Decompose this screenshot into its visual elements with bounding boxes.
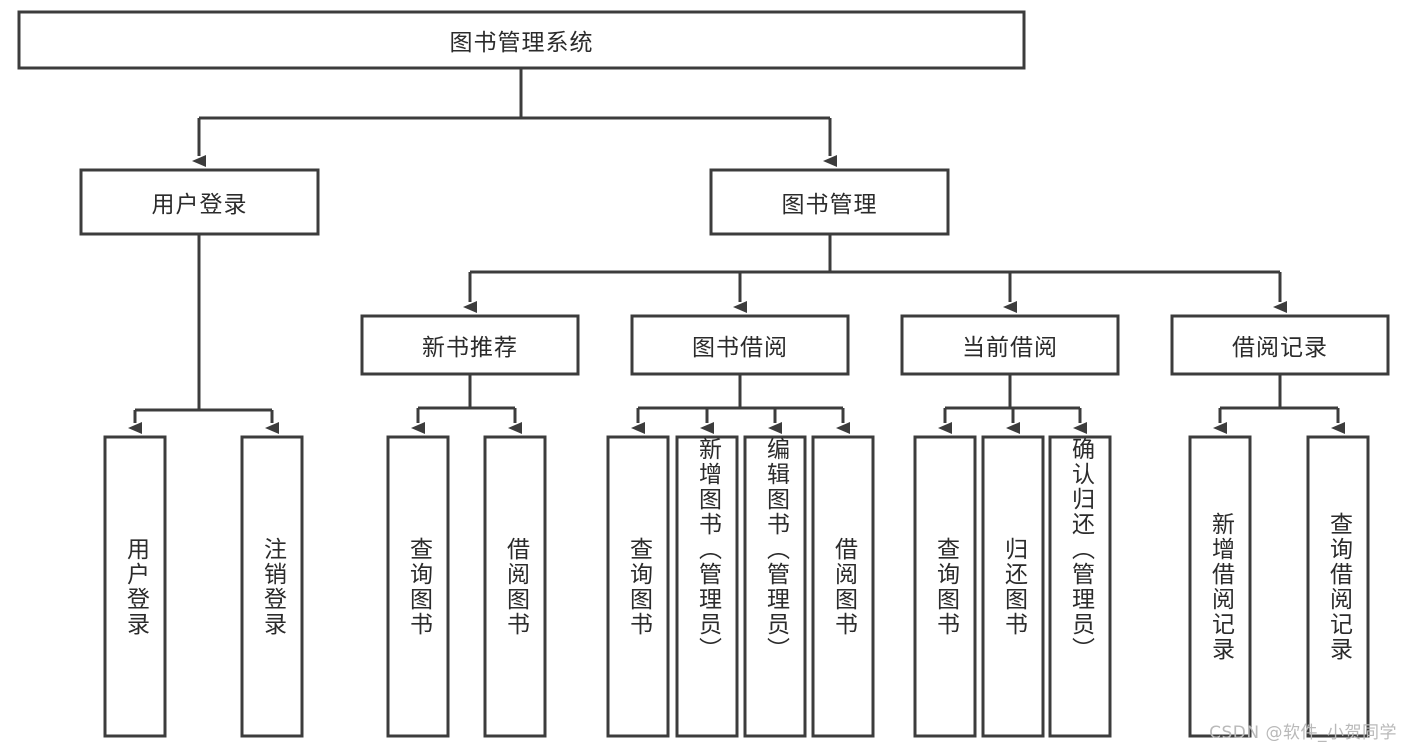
connector-root-bus	[199, 68, 830, 120]
node-box-borrow-edit-book[interactable]	[743, 435, 807, 738]
node-box-current-borrow[interactable]	[900, 314, 1120, 376]
node-box-records-add[interactable]	[1188, 435, 1252, 738]
node-box-borrow-query-book[interactable]	[606, 435, 670, 738]
node-box-user-login-do[interactable]	[103, 435, 167, 738]
node-box-current-confirm-return[interactable]	[1048, 435, 1112, 738]
node-box-book-manage[interactable]	[709, 168, 950, 236]
connector-book-manage-bus	[470, 234, 1280, 274]
node-box-user-logout[interactable]	[240, 435, 304, 738]
node-box-recommend-borrow-book[interactable]	[483, 435, 547, 738]
node-box-root[interactable]	[17, 10, 1026, 70]
connector-borrow-records-bus	[1220, 374, 1338, 410]
node-box-current-query-book[interactable]	[913, 435, 977, 738]
node-box-user-login[interactable]	[79, 168, 320, 236]
node-box-records-query[interactable]	[1306, 435, 1370, 738]
node-box-borrow-add-book[interactable]	[675, 435, 739, 738]
connector-user-login-bus	[135, 234, 272, 412]
node-box-borrow-records[interactable]	[1170, 314, 1390, 376]
node-box-borrow-borrow-book[interactable]	[811, 435, 875, 738]
connector-current-borrow-bus	[945, 374, 1080, 410]
connector-book-borrow-bus	[638, 374, 843, 410]
connector-recommend-bus	[418, 374, 515, 410]
watermark-text: CSDN @软件_小贺同学	[1209, 723, 1397, 743]
node-box-current-return-book[interactable]	[981, 435, 1045, 738]
node-box-book-borrow[interactable]	[630, 314, 850, 376]
node-box-new-book-recommend[interactable]	[360, 314, 580, 376]
node-box-recommend-query-book[interactable]	[386, 435, 450, 738]
